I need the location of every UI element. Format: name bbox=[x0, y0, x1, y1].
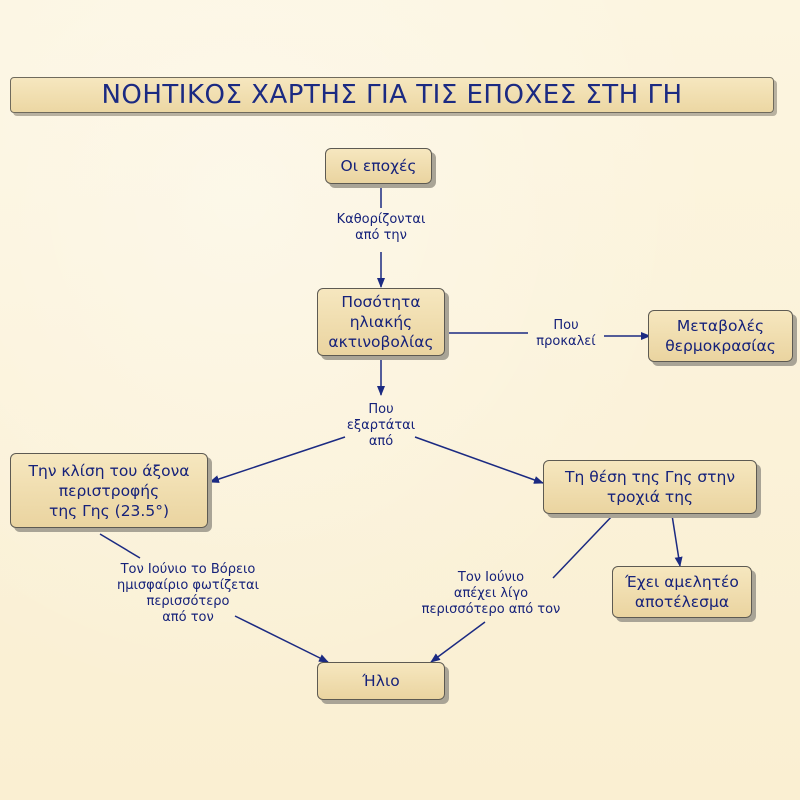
node-solar-radiation: Ποσότητα ηλιακής ακτινοβολίας bbox=[317, 288, 445, 356]
node-sun: Ήλιο bbox=[317, 662, 445, 700]
link-label-june-north-lit: Τον Ιούνιο το Βόρειο ημισφαίριο φωτίζετα… bbox=[116, 562, 260, 625]
arrow-june-label-to-sun bbox=[234, 615, 329, 663]
link-label-determined-by: Καθορίζονται από την bbox=[336, 212, 426, 243]
arrow-june-label-to-sun-2 bbox=[430, 621, 486, 663]
arrow-to-axis-tilt bbox=[209, 436, 346, 483]
node-axis-tilt: Την κλίση του άξονα περιστροφής της Γης … bbox=[10, 453, 208, 528]
link-label-causes: Που προκαλεί bbox=[536, 318, 596, 349]
arrow-to-negligible-effect bbox=[671, 514, 683, 567]
node-negligible-effect: Έχει αμελητέο αποτέλεσμα bbox=[612, 566, 752, 618]
link-label-depends-on: Που εξαρτάται από bbox=[346, 402, 416, 449]
node-temperature-changes: Μεταβολές θερμοκρασίας bbox=[648, 310, 793, 362]
link-label-june-farther: Τον Ιούνιο απέχει λίγο περισσότερο από τ… bbox=[421, 570, 561, 617]
node-seasons: Οι εποχές bbox=[325, 148, 432, 184]
node-earth-position: Τη θέση της Γης στην τροχιά της bbox=[543, 460, 757, 514]
arrow-to-earth-position bbox=[414, 436, 544, 484]
line-earth-to-june-label bbox=[552, 513, 615, 579]
line-axis-to-june-label bbox=[99, 533, 141, 559]
map-title: ΝΟΗΤΙΚΟΣ ΧΑΡΤΗΣ ΓΙΑ ΤΙΣ ΕΠΟΧΕΣ ΣΤΗ ΓΗ bbox=[10, 77, 774, 113]
